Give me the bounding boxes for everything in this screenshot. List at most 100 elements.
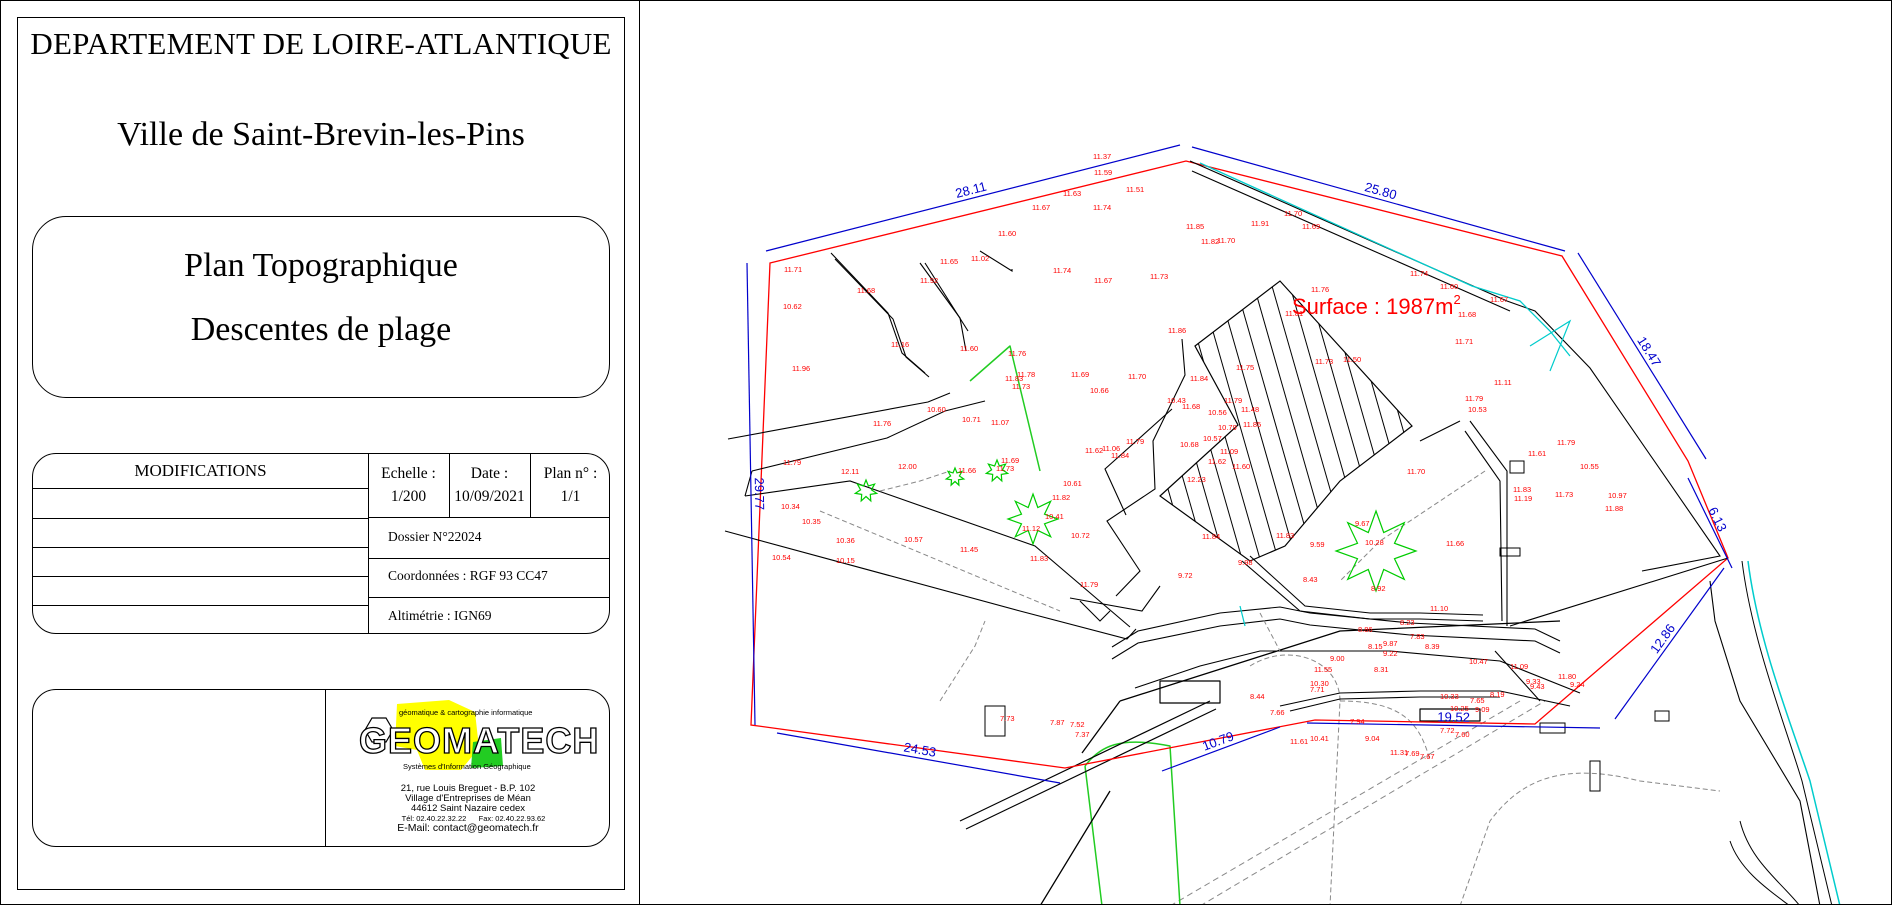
spot-height-label: 10.61 [1063, 479, 1082, 488]
small-structure [1654, 710, 1670, 722]
company-email: E-Mail: contact@geomatech.fr [397, 822, 539, 834]
spot-height-label: 8.39 [1425, 642, 1440, 651]
spot-height-label: 11.16 [891, 340, 909, 349]
wall-line [744, 480, 1131, 628]
spot-height-label: 7.66 [1270, 708, 1285, 717]
spot-height-label: 11.88 [1605, 504, 1623, 513]
spot-height-label: 10.71 [962, 415, 981, 424]
spot-height-label: 11.81 [1285, 309, 1303, 318]
spot-height-label: 10.25 [1450, 704, 1469, 713]
wall-line [1191, 170, 1511, 312]
company-box-divider [325, 690, 326, 846]
spot-height-label: 11.69 [1071, 370, 1089, 379]
vegetation-outline [1084, 741, 1181, 904]
modification-row [33, 488, 368, 489]
spot-height-label: 11.66 [1446, 539, 1464, 548]
water-channel-edge [1741, 560, 1833, 904]
spot-height-label: 11.86 [1168, 326, 1186, 335]
altimetry-reference: Altimétrie : IGN69 [388, 608, 492, 623]
spot-height-label: 7.69 [1405, 749, 1420, 758]
spot-height-label: 11.74 [1053, 266, 1071, 275]
dashed-line [1259, 612, 1281, 652]
spot-height-label: 11.84 [1111, 451, 1129, 460]
spot-height-label: 10.41 [1310, 734, 1329, 743]
modifications-table: MODIFICATIONS Echelle : 1/200 Date : 10/… [32, 453, 610, 634]
dimension-label: 25.80 [1363, 179, 1398, 202]
spot-height-label: 11.76 [1311, 285, 1329, 294]
dashed-limit-line [1172, 700, 1546, 904]
spot-height-label: 9.22 [1383, 649, 1398, 658]
wall-line [1709, 580, 1821, 904]
hatch-line [1160, 281, 1255, 561]
spot-height-label: 11.63 [1063, 189, 1081, 198]
spot-height-label: 11.65 [940, 257, 958, 266]
spot-height-label: 10.30 [1310, 679, 1329, 688]
spot-height-label: 10.35 [802, 517, 821, 526]
spot-height-label: 10.28 [1365, 538, 1384, 547]
dossier-number: Dossier N°22024 [388, 529, 482, 544]
spot-height-label: 11.83 [1005, 374, 1023, 383]
spot-height-label: 11.79 [1080, 580, 1098, 589]
table-divider [368, 517, 609, 518]
spot-height-label: 8.44 [1250, 692, 1265, 701]
spot-height-label: 11.06 [1102, 444, 1120, 453]
hatch-line [1010, 251, 1110, 601]
dimension-line [765, 144, 1181, 252]
spot-height-label: 11.68 [1182, 402, 1200, 411]
wall-line [979, 250, 1013, 272]
spot-height-label: 7.52 [1070, 720, 1085, 729]
spot-height-label: 11.71 [1455, 337, 1473, 346]
wall-line [1069, 585, 1161, 612]
wall-line [1509, 557, 1729, 627]
wall-line [1249, 555, 1484, 616]
dashed-line [819, 510, 1061, 612]
spot-height-label: 7.71 [1310, 685, 1325, 694]
spot-height-label: 11.60 [1440, 282, 1458, 291]
spot-height-label: 9.67 [1355, 519, 1370, 528]
dimension-line [1614, 567, 1725, 720]
spot-height-label: 11.60 [998, 229, 1016, 238]
small-structure [1539, 722, 1566, 734]
spot-height-label: 11.79 [1224, 396, 1242, 405]
spot-height-label: 11.55 [1314, 665, 1332, 674]
spot-height-label: 11.74 [1410, 269, 1428, 278]
wall-line [924, 262, 969, 332]
structure-rectangle [1419, 708, 1481, 722]
tree-icon [944, 466, 966, 487]
tree-icon [1006, 492, 1060, 546]
plan-number-label: Plan n° : [543, 465, 598, 482]
small-structure [1589, 760, 1601, 792]
spot-height-label: 10.62 [783, 302, 802, 311]
spot-height-label: 11.11 [1494, 378, 1512, 387]
water-channel [1239, 605, 1246, 627]
wall-line [834, 258, 930, 378]
surface-area-label: Surface : 1987m2 [1292, 292, 1461, 319]
vegetation-outline [969, 345, 1041, 472]
spot-height-label: 11.19 [1514, 494, 1532, 503]
spot-height-label: 11.67 [1094, 276, 1112, 285]
hatch-line [1160, 281, 1165, 561]
spot-height-label: 10.43 [1167, 396, 1186, 405]
spot-height-label: 7.67 [1420, 752, 1435, 761]
spot-height-label: 11.60 [1232, 462, 1250, 471]
modification-row [33, 547, 368, 548]
spot-height-label: 7.83 [1410, 632, 1425, 641]
spot-height-label: 12.23 [1187, 475, 1206, 484]
dimension-line [1687, 477, 1733, 569]
department-title: DEPARTEMENT DE LOIRE-ATLANTIQUE [30, 26, 612, 61]
hatch-line [1160, 281, 1219, 561]
dimension-label: 29.77 [752, 477, 768, 510]
hatch-line [902, 251, 1002, 601]
spot-height-label: 11.82 [1052, 493, 1070, 502]
title-block: DEPARTEMENT DE LOIRE-ATLANTIQUE Ville de… [0, 0, 640, 905]
dimension-label: 28.11 [954, 179, 988, 201]
spot-height-label: 10.72 [1071, 531, 1090, 540]
spot-height-label: 10.36 [836, 536, 855, 545]
spot-height-label: 9.33 [1526, 677, 1541, 686]
hatch-line [1160, 281, 1201, 561]
dimension-label: 6.13 [1705, 505, 1730, 534]
spot-height-label: 9.87 [1383, 639, 1398, 648]
modifications-header: MODIFICATIONS [134, 461, 267, 480]
spot-height-label: 11.79 [783, 458, 801, 467]
